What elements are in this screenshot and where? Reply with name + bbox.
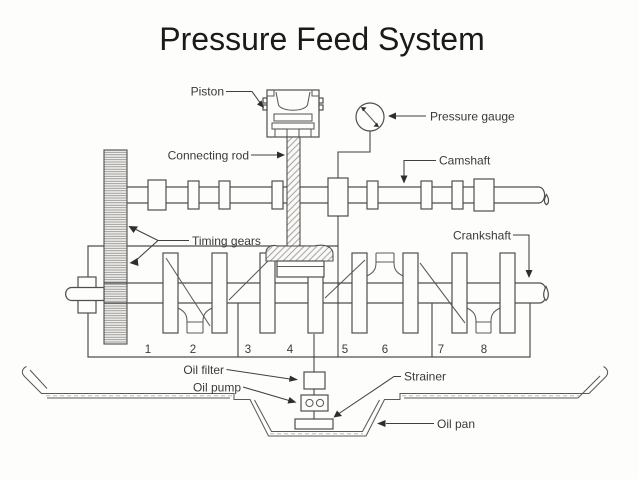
cam-lobe xyxy=(187,180,200,210)
crank-oil-drip xyxy=(543,285,549,302)
cam-journal xyxy=(473,178,495,212)
oil-filter xyxy=(303,371,326,390)
label-camshaft: Camshaft xyxy=(400,154,491,184)
timing-gear xyxy=(103,149,128,345)
cylinder-number: 1 xyxy=(145,344,151,356)
cylinder-number: 3 xyxy=(245,344,251,356)
cam-lobe xyxy=(451,180,464,210)
label-strainer-text: Strainer xyxy=(404,370,446,384)
crankshaft xyxy=(65,252,549,357)
cam-lobe xyxy=(420,180,433,210)
slide-title: Pressure Feed System xyxy=(159,21,484,57)
strainer xyxy=(294,418,334,430)
pressure-gauge xyxy=(337,102,385,178)
crank-web xyxy=(162,252,179,334)
label-timing-gears-text: Timing gears xyxy=(192,234,261,248)
oil-pump xyxy=(300,394,329,412)
label-connecting-rod: Connecting rod xyxy=(168,149,285,163)
crank-web xyxy=(451,252,468,334)
label-crankshaft: Crankshaft xyxy=(453,229,533,278)
cylinder-number: 7 xyxy=(438,344,444,356)
cam-lobe xyxy=(271,180,284,210)
cam-lobe xyxy=(366,180,379,210)
label-oil-pump-text: Oil pump xyxy=(193,381,241,395)
label-oil-pump: Oil pump xyxy=(193,381,297,404)
crankcase-outline xyxy=(87,245,531,358)
crank-web xyxy=(259,252,276,334)
label-piston-text: Piston xyxy=(191,85,224,99)
oil-pan xyxy=(21,366,609,437)
cam-center-bearing xyxy=(327,177,349,217)
crank-web xyxy=(402,252,419,334)
cylinder-number: 4 xyxy=(287,344,294,356)
oil-gallery-line xyxy=(313,216,339,419)
label-strainer: Strainer xyxy=(333,370,446,418)
crank-web xyxy=(211,252,228,334)
label-pressure-gauge: Pressure gauge xyxy=(388,110,515,124)
label-oil-filter: Oil filter xyxy=(183,363,298,382)
label-piston: Piston xyxy=(191,85,264,108)
cylinder-number: 5 xyxy=(342,344,348,356)
label-crankshaft-text: Crankshaft xyxy=(453,229,512,243)
label-camshaft-text: Camshaft xyxy=(439,154,491,168)
cam-lobe xyxy=(147,179,167,211)
crank-web xyxy=(351,252,368,334)
label-pressure-gauge-text: Pressure gauge xyxy=(430,110,515,124)
label-connecting-rod-text: Connecting rod xyxy=(168,149,249,163)
crank-journal xyxy=(177,252,501,334)
cylinder-numbers: 1 2 3 4 5 6 7 8 xyxy=(145,344,487,356)
label-oil-pan: Oil pan xyxy=(377,417,475,431)
rod-bearing xyxy=(276,260,325,278)
label-oil-pan-text: Oil pan xyxy=(437,417,475,431)
gauge-needle xyxy=(361,107,379,127)
cam-lobe xyxy=(218,180,231,210)
connecting-rod xyxy=(265,136,334,278)
camshaft xyxy=(127,177,550,217)
crank-web xyxy=(499,252,516,334)
crank-stub-shaft xyxy=(65,286,105,302)
cylinder-number: 8 xyxy=(481,344,487,356)
cylinder-number: 6 xyxy=(382,344,388,356)
cylinder-number: 2 xyxy=(190,344,196,356)
label-oil-filter-text: Oil filter xyxy=(183,363,224,377)
crank-throw-lines xyxy=(165,257,466,327)
piston xyxy=(262,89,324,138)
cam-oil-drip xyxy=(543,193,550,206)
rod-big-end-cap xyxy=(265,244,334,262)
label-timing-gears: Timing gears xyxy=(128,226,261,266)
